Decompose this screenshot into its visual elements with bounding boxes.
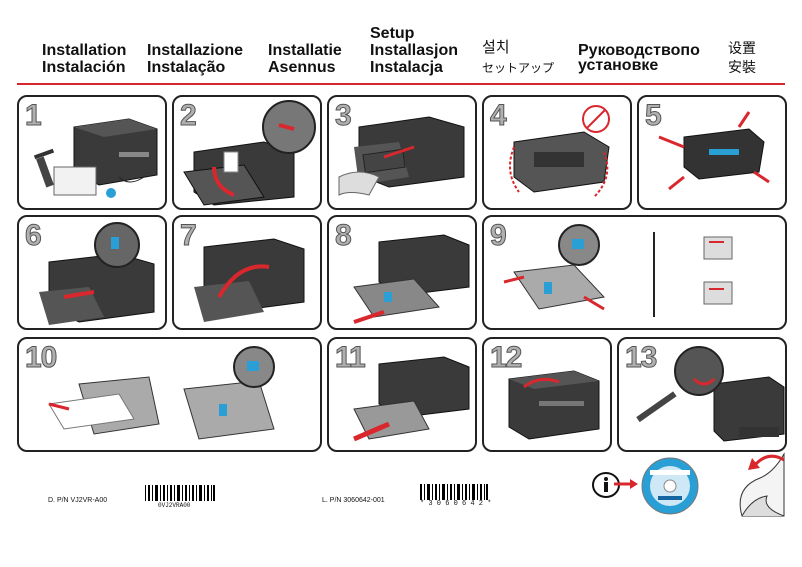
title-dutch: Installatie [268,42,342,59]
title-portuguese: Instalação [147,59,226,76]
title-finnish: Asennus [268,59,336,76]
title-russian-1: Руководствопо [578,42,700,59]
title-italian: Installazione [147,42,244,59]
title-setup: Setup [370,25,415,42]
step-number: 6 [25,219,43,253]
dpn-barcode-text: 0VJ2VRA00 [158,502,191,509]
step-number: 8 [335,219,353,253]
step-12-panel: 12 [482,337,612,452]
title-spanish: Instalación [42,59,126,76]
title-polish: Instalacja [370,59,443,76]
step-8-panel: 8 [327,215,477,330]
step-10-panel: 10 [17,337,322,452]
title-chinese-traditional: 安裝 [728,60,756,76]
step-number: 7 [180,219,198,253]
step-9-illustration [503,224,733,317]
step-1-illustration [33,118,158,198]
step-13-panel: 13 [617,337,787,452]
arrow-right-icon [614,479,638,489]
step-4-panel: 4 [482,95,632,210]
step-number: 10 [24,341,57,375]
step-10-illustration [48,346,275,440]
step-5-panel: 5 [637,95,787,210]
lpn-barcode-text: * 3 0 6 0 6 4 2 * [420,500,492,508]
title-norwegian: Installasjon [370,42,459,59]
dpn-barcode [145,485,215,501]
step-number: 1 [25,99,43,133]
step-2-panel: 2 [172,95,322,210]
step-3-illustration [338,116,465,196]
title-japanese: セットアップ [482,61,555,75]
step-number: 2 [180,99,198,133]
step-number: 12 [489,341,522,375]
step-7-illustration [194,238,305,322]
step-13-illustration [636,346,785,442]
step-11-panel: 11 [327,337,477,452]
step-8-illustration [353,234,470,324]
header-rule [17,83,785,85]
step-number: 4 [490,99,508,133]
title-korean: 설치 [482,38,510,56]
step-1-panel: 1 [17,95,167,210]
lpn-label: L. P/N 3060642-001 [322,497,385,504]
cd-disc-icon [641,457,699,515]
lpn-barcode [420,484,488,500]
step-11-illustration [353,356,470,442]
title-chinese-simplified: 设置 [728,41,756,57]
step-3-panel: 3 [327,95,477,210]
step-5-illustration [658,111,770,191]
step-12-illustration [508,370,600,440]
step-9-panel: 9 [482,215,787,330]
header: Installation Instalación Installazione I… [0,0,802,86]
step-7-panel: 7 [172,215,322,330]
step-4-illustration [509,105,610,198]
step-number: 11 [335,341,367,375]
step-6-panel: 6 [17,215,167,330]
step-number: 9 [490,219,508,253]
page-curl-icon [739,452,785,517]
title-english: Installation [42,42,127,59]
step-number: 13 [624,341,657,375]
step-number: 3 [335,99,353,133]
dpn-label: D. P/N VJ2VR-A00 [48,497,108,504]
title-russian-2: установке [578,57,659,74]
step-2-illustration [183,100,316,206]
step-number: 5 [645,99,663,133]
step-6-illustration [39,222,155,325]
